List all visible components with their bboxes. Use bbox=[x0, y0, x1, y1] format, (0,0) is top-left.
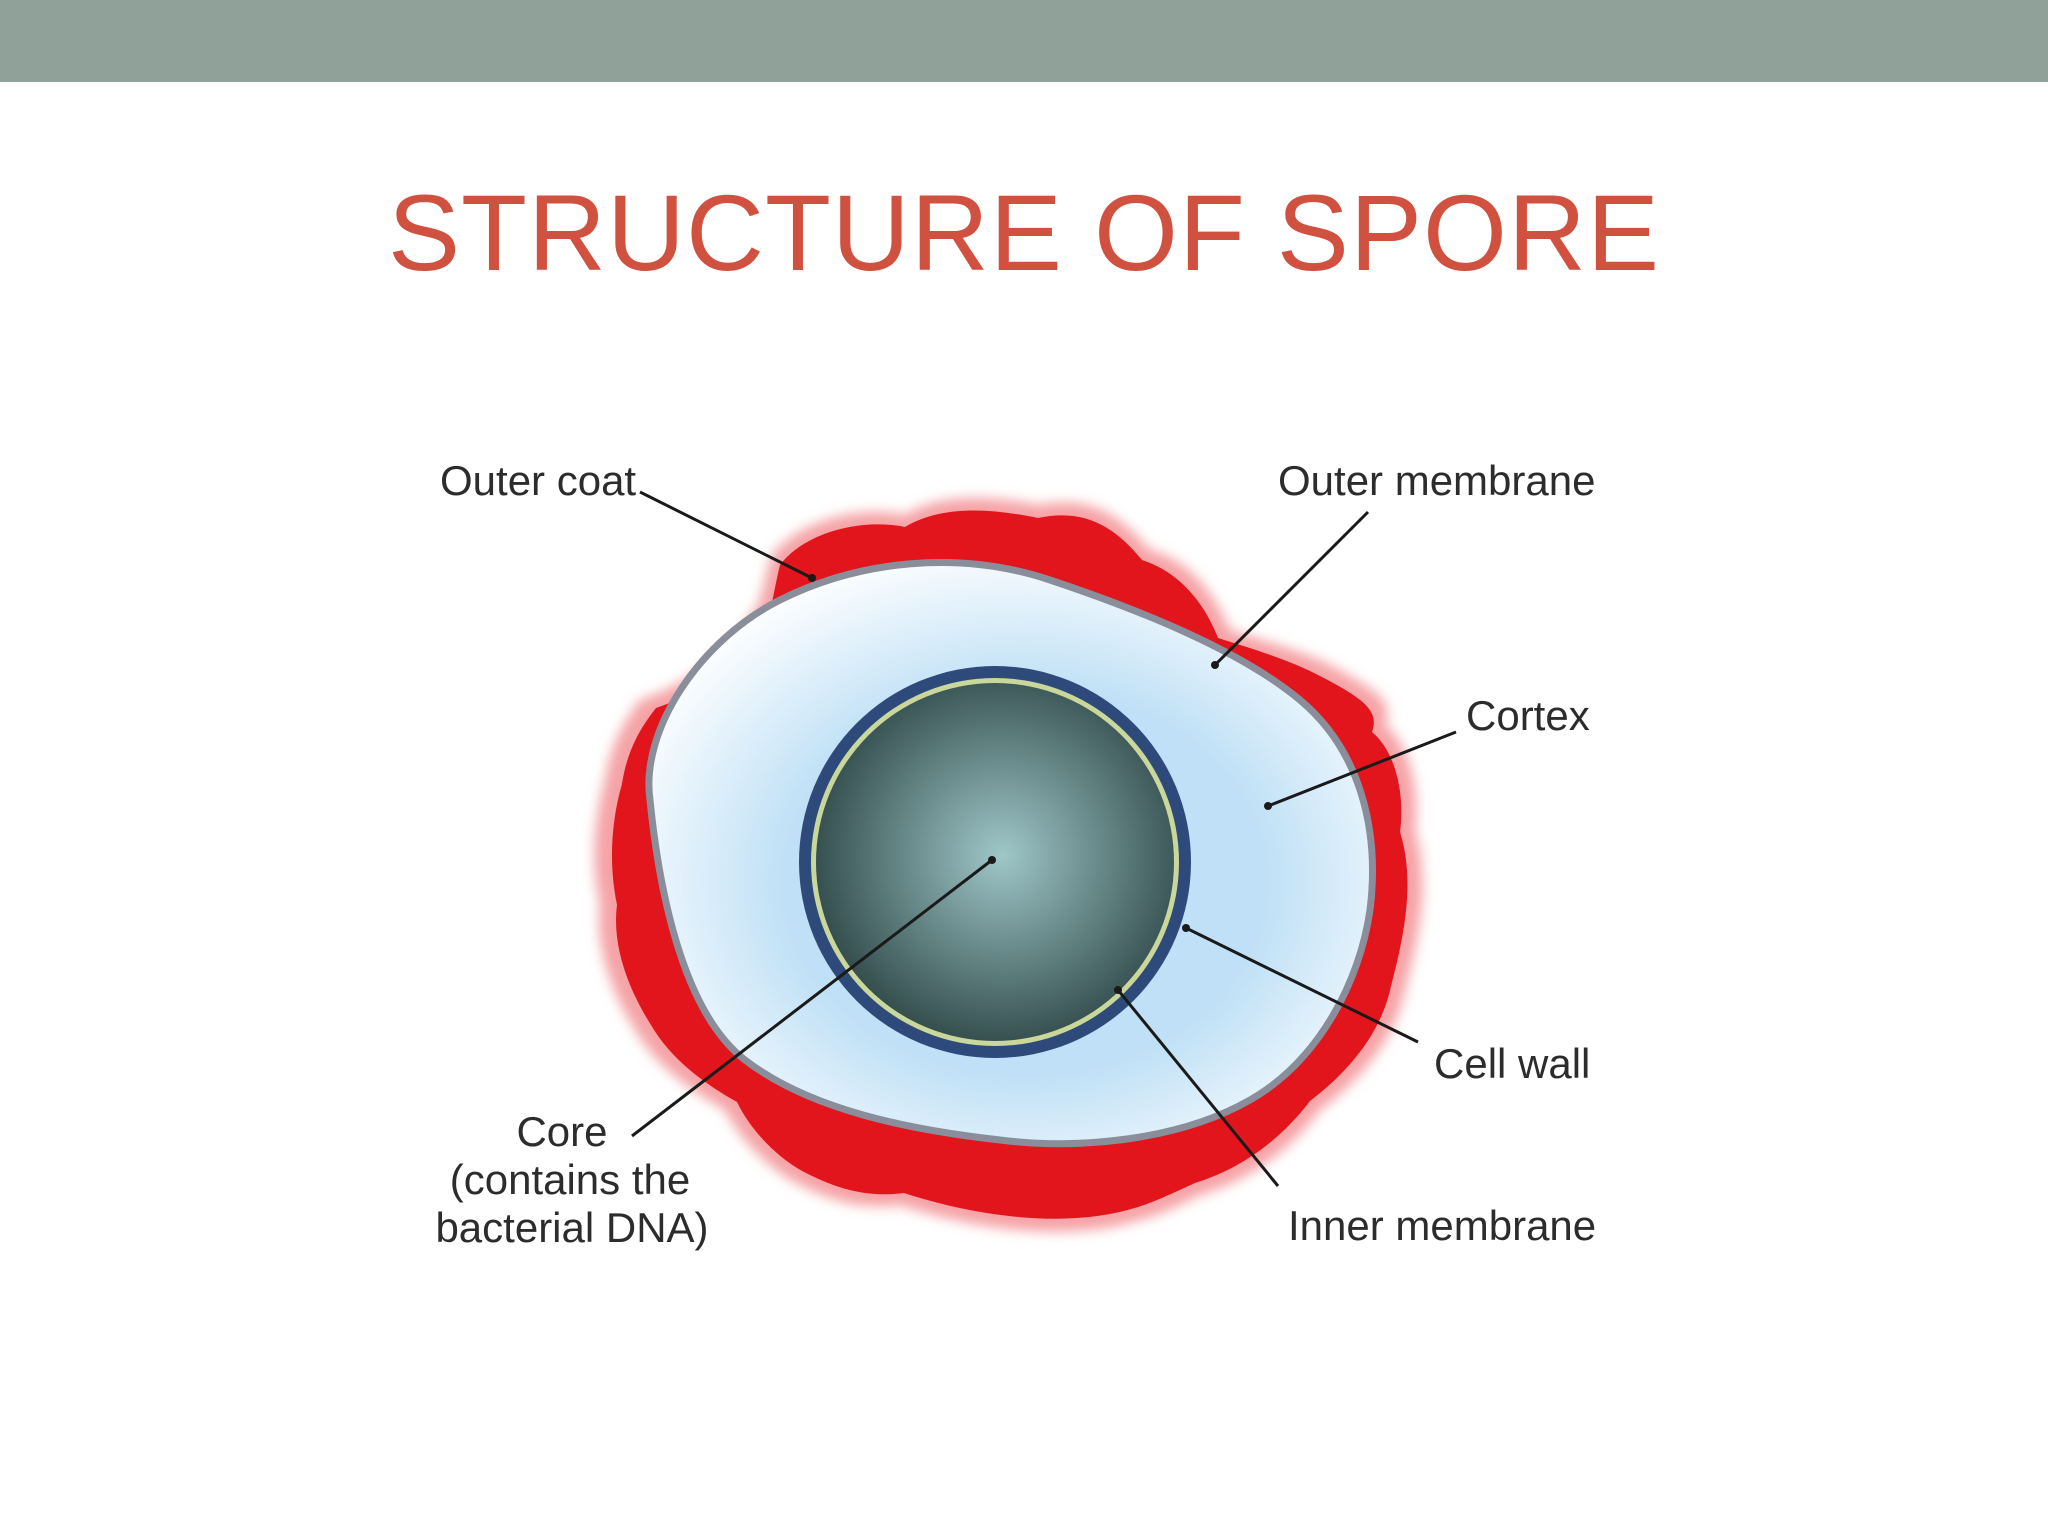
label-cell-wall: Cell wall bbox=[1434, 1040, 1590, 1087]
leader-cell-wall-dot bbox=[1182, 924, 1190, 932]
label-core-line3: bacterial DNA) bbox=[435, 1204, 708, 1251]
label-cortex: Cortex bbox=[1466, 692, 1590, 739]
leader-outer-membrane-dot bbox=[1211, 661, 1219, 669]
leader-inner-membrane bbox=[1116, 989, 1280, 1187]
leader-inner-membrane-dot bbox=[1114, 986, 1122, 994]
slide-title: STRUCTURE OF SPORE bbox=[387, 172, 1661, 293]
label-inner-membrane: Inner membrane bbox=[1288, 1202, 1596, 1249]
leader-outer-membrane bbox=[1213, 510, 1370, 667]
leader-outer-coat-dot bbox=[808, 574, 816, 582]
leader-lines bbox=[631, 490, 1457, 1187]
leader-core-dot bbox=[988, 856, 996, 864]
leader-cortex-dot bbox=[1264, 802, 1272, 810]
leader-cell-wall bbox=[1185, 926, 1419, 1044]
label-core: Core (contains the bacterial DNA) bbox=[435, 1108, 708, 1251]
leader-cortex bbox=[1267, 730, 1457, 808]
label-core-line1: Core bbox=[516, 1108, 607, 1155]
label-core-line2: (contains the bbox=[450, 1156, 690, 1203]
leader-outer-coat bbox=[639, 490, 813, 580]
label-outer-coat: Outer coat bbox=[440, 457, 636, 504]
top-band bbox=[0, 0, 2048, 82]
label-outer-membrane: Outer membrane bbox=[1278, 457, 1595, 504]
leader-core bbox=[631, 858, 993, 1138]
